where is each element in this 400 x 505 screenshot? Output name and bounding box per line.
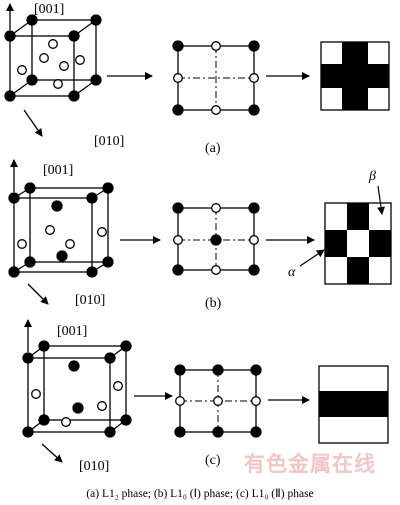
panel-a: [001] [010] (a) xyxy=(4,2,390,156)
axis-right-arrow-a xyxy=(23,109,43,137)
axis-right-label-b: [010] xyxy=(75,293,105,308)
cube-c-atoms xyxy=(22,340,132,438)
axis-right-arrow-b xyxy=(27,283,49,305)
axis-up-label-a: [001] xyxy=(34,2,64,17)
section-c xyxy=(174,364,262,438)
axis-right-label-a: [010] xyxy=(94,134,124,149)
axis-up-label-c: [001] xyxy=(57,324,87,339)
axis-right-label-c: [010] xyxy=(79,459,109,474)
section-a xyxy=(172,40,260,116)
diffraction-pattern-c xyxy=(318,365,389,444)
figure-caption: (a) L1₂ phase; (b) L1₀ (Ⅰ) phase; (c) L1… xyxy=(86,488,313,500)
panel-label-c: (c) xyxy=(205,453,221,468)
panel-label-b: (b) xyxy=(205,296,222,311)
cube-a-atoms xyxy=(4,14,102,102)
cube-b-atoms xyxy=(8,182,114,278)
alpha-label: α xyxy=(288,265,296,280)
panel-c: [001] [010] (c) xyxy=(22,319,389,474)
axis-up-label-b: [001] xyxy=(43,163,73,178)
alpha-pointer-arrow xyxy=(299,249,325,267)
diffraction-pattern-a xyxy=(320,41,390,111)
panel-label-a: (a) xyxy=(205,141,221,156)
section-b xyxy=(172,202,260,276)
beta-pointer-arrow xyxy=(377,185,385,215)
beta-label: β xyxy=(368,169,376,184)
diffraction-pattern-b xyxy=(324,202,392,285)
panel-b: [001] [010] β α (b) xyxy=(8,159,392,311)
watermark: 有色金属在线 xyxy=(244,452,376,476)
axis-right-arrow-c xyxy=(41,443,63,463)
